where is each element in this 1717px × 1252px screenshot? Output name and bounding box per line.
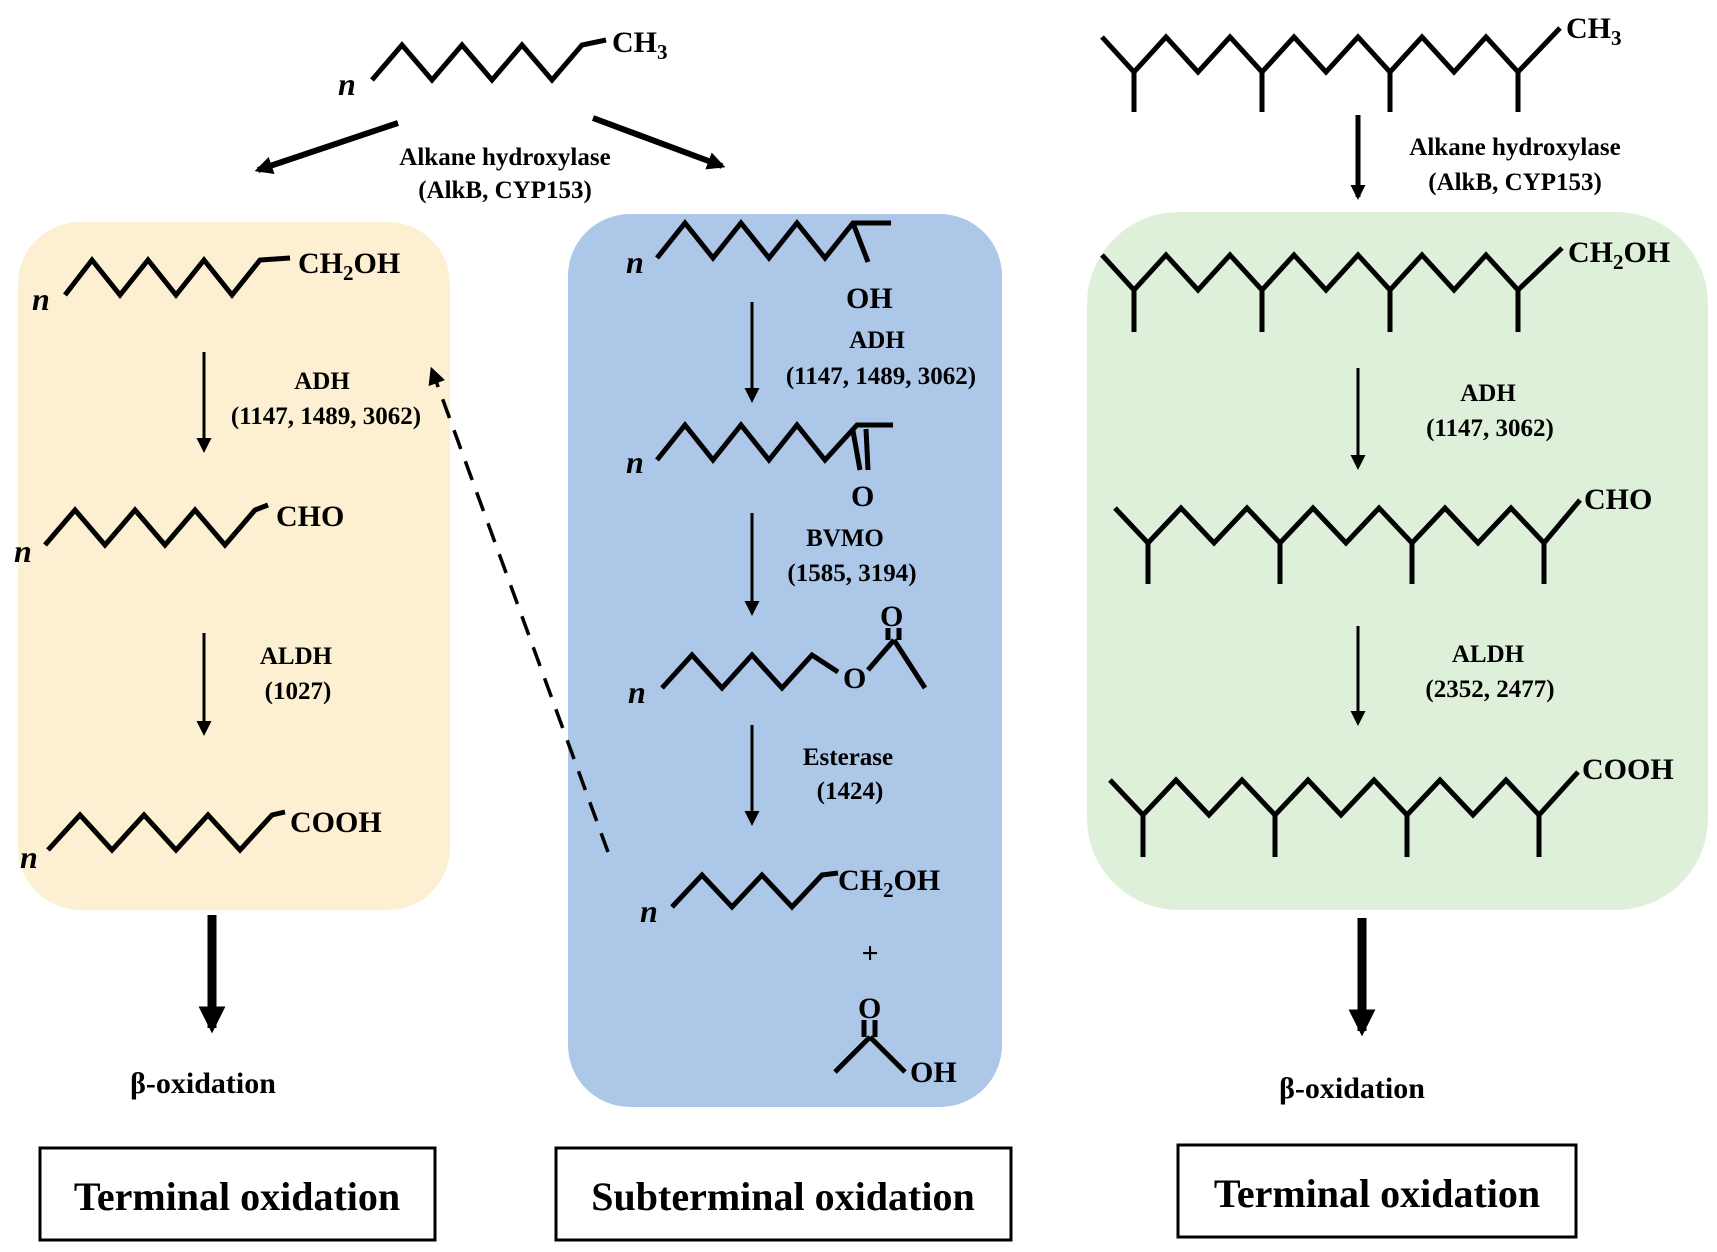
- esterase-label: Esterase: [803, 744, 893, 771]
- primary-alcohol-product: n CH2OH: [640, 864, 940, 929]
- beta-oxidation-label-left: β-oxidation: [130, 1067, 276, 1100]
- terminal-alcohol: n CH2OH: [32, 247, 400, 317]
- beta-oxidation-label-right: β-oxidation: [1279, 1072, 1425, 1105]
- ester: n O O: [628, 600, 928, 710]
- secondary-alcohol: n OH: [626, 218, 893, 315]
- n-label: n: [640, 893, 658, 929]
- ketone-oxygen: O: [851, 480, 874, 513]
- hydroxylase-label-right: Alkane hydroxylase: [1409, 134, 1620, 161]
- adh-label: ADH: [294, 368, 350, 395]
- plus-sign: +: [861, 937, 878, 970]
- terminal-aldehyde: n CHO: [14, 500, 344, 569]
- branched-alkane-substrate: CH3: [1100, 12, 1622, 112]
- branched-panel: [1087, 212, 1708, 910]
- oh-group: OH: [846, 282, 893, 315]
- arrow-to-terminal: [254, 120, 399, 174]
- aldh-label-branched: ALDH: [1452, 641, 1525, 668]
- acid-hydroxyl: OH: [910, 1056, 957, 1089]
- hydroxylase-genes-right: (AlkB, CYP153): [1428, 169, 1602, 196]
- linear-alkane-substrate: n CH3: [338, 26, 668, 102]
- branched-acid: COOH: [1108, 753, 1674, 857]
- cooh-group: COOH: [290, 806, 382, 839]
- ketone: n O: [626, 420, 893, 513]
- subterminal-title: Subterminal oxidation: [591, 1174, 974, 1219]
- carbonyl-oxygen: O: [880, 600, 903, 633]
- n-label: n: [32, 281, 50, 317]
- terminal-title: Terminal oxidation: [74, 1174, 400, 1219]
- aldh-genes-branched: (2352, 2477): [1425, 676, 1554, 703]
- n-label: n: [338, 66, 356, 102]
- ch2oh-group: CH2OH: [838, 864, 940, 902]
- adh-genes-sub: (1147, 1489, 3062): [786, 363, 976, 390]
- bvmo-label: BVMO: [806, 525, 884, 552]
- ch2oh-group: CH2OH: [298, 247, 400, 285]
- aldh-genes: (1027): [265, 678, 332, 705]
- n-label: n: [626, 444, 644, 480]
- cho-group: CHO: [1584, 483, 1652, 516]
- acid-carbonyl-oxygen: O: [858, 992, 881, 1025]
- acetic-acid: O OH: [833, 992, 957, 1089]
- aldh-label: ALDH: [260, 643, 333, 670]
- ester-oxygen: O: [843, 662, 866, 695]
- ch2oh-group: CH2OH: [1568, 236, 1670, 274]
- terminal-panel: [18, 222, 450, 910]
- branched-title: Terminal oxidation: [1214, 1171, 1540, 1216]
- subterminal-title-box: [554, 1146, 1013, 1242]
- ch3-group: CH3: [612, 26, 668, 64]
- n-label: n: [628, 674, 646, 710]
- terminal-acid: n COOH: [20, 806, 382, 875]
- cho-group: CHO: [276, 500, 344, 533]
- arrow-to-subterminal: [591, 115, 726, 170]
- hydroxylase-genes-left: (AlkB, CYP153): [418, 177, 592, 204]
- adh-genes-branched: (1147, 3062): [1426, 415, 1554, 442]
- adh-label-sub: ADH: [849, 327, 905, 354]
- subterminal-panel: [568, 214, 1002, 1107]
- ch3-group: CH3: [1566, 12, 1622, 50]
- branched-title-box: [1176, 1143, 1578, 1239]
- adh-genes: (1147, 1489, 3062): [231, 403, 421, 430]
- terminal-title-box: [38, 1146, 437, 1242]
- dashed-arrow-recycle: [428, 366, 610, 853]
- branched-aldehyde: CHO: [1113, 483, 1652, 584]
- bvmo-genes: (1585, 3194): [787, 560, 916, 587]
- cooh-group: COOH: [1582, 753, 1674, 786]
- branched-alcohol: CH2OH: [1100, 236, 1670, 332]
- n-label: n: [20, 839, 38, 875]
- esterase-genes: (1424): [817, 778, 884, 805]
- hydroxylase-label-left: Alkane hydroxylase: [399, 144, 610, 171]
- adh-label-branched: ADH: [1460, 380, 1516, 407]
- n-label: n: [626, 244, 644, 280]
- n-label: n: [14, 533, 32, 569]
